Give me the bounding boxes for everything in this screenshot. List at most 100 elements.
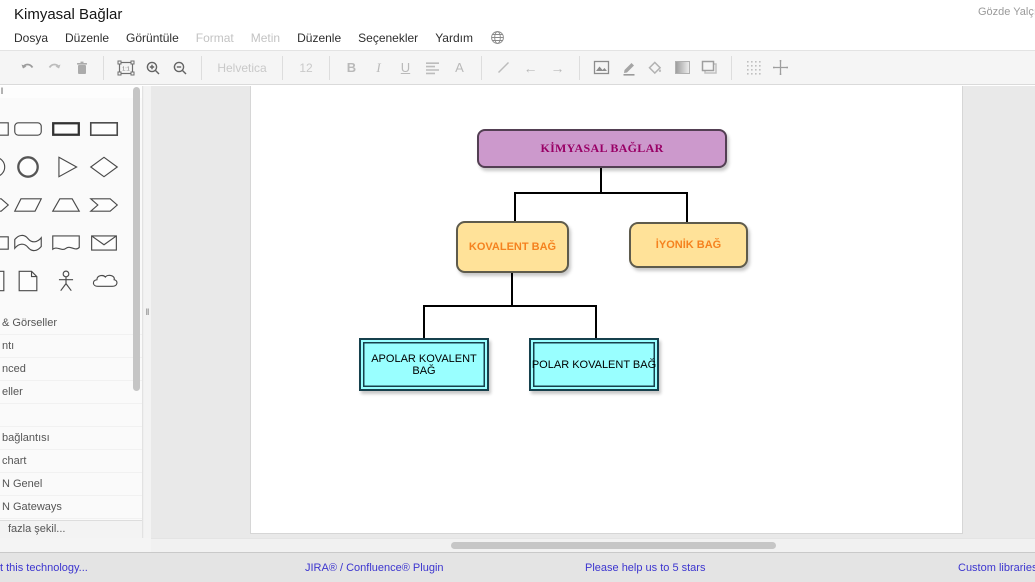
italic-icon: I [376, 59, 381, 75]
redo-icon[interactable] [41, 55, 68, 81]
palette-section [0, 404, 142, 427]
canvas[interactable]: KİMYASAL BAĞLAR KOVALENT BAĞ İYONİK BAĞ … [151, 86, 1035, 538]
rounded-rectangle-icon[interactable] [13, 116, 43, 142]
font-size-select: 12 [299, 60, 313, 75]
drawing-page[interactable]: KİMYASAL BAĞLAR KOVALENT BAĞ İYONİK BAĞ … [250, 86, 963, 534]
palette-section[interactable]: N Genel [0, 473, 142, 496]
diagram-node-apolar-kovalent-bag[interactable]: APOLAR KOVALENT BAĞ [359, 338, 489, 391]
undo-icon[interactable] [14, 55, 41, 81]
wave-icon[interactable] [13, 230, 43, 256]
palette-sections: & Görseller ntı nced eller bağlantısı ch… [0, 312, 142, 519]
more-shapes-link[interactable]: fazla şekil... [0, 520, 142, 538]
footer-link-technology[interactable]: t this technology... [0, 562, 88, 574]
cloud-icon[interactable] [89, 268, 119, 294]
guides-icon[interactable] [767, 55, 794, 81]
arrow-left-icon: ← [523, 59, 538, 76]
language-globe-icon[interactable] [490, 30, 505, 45]
font-color-icon: A [455, 60, 464, 75]
document-icon[interactable] [51, 230, 81, 256]
grid-icon[interactable] [740, 55, 767, 81]
user-name: Gözde Yalçın [978, 6, 1035, 18]
diagram-node-iyonik-bag[interactable]: İYONİK BAĞ [629, 222, 748, 268]
palette-section[interactable]: eller [0, 381, 142, 404]
image-icon[interactable] [588, 55, 615, 81]
toolbar-separator [579, 55, 580, 80]
connector-lines [423, 168, 688, 338]
zoom-out-icon[interactable] [166, 55, 193, 81]
menu-format: Format [195, 30, 234, 45]
actor-icon[interactable] [51, 268, 81, 294]
page-icon[interactable] [0, 268, 10, 294]
toolbar-separator [481, 55, 482, 80]
node-label: POLAR KOVALENT BAĞ [531, 358, 657, 371]
menu-dosya[interactable]: Dosya [14, 30, 49, 45]
menu-metin: Metin [250, 30, 281, 45]
toolbar-separator [731, 55, 732, 80]
menu-goruntule[interactable]: Görüntüle [126, 30, 179, 45]
shadow-icon [696, 55, 723, 81]
sidebar-collapse-handle[interactable]: ‖ [145, 307, 150, 317]
node-label: APOLAR KOVALENT BAĞ [371, 352, 477, 377]
zoom-actual-icon[interactable]: 1:1 [112, 55, 139, 81]
underline-icon: U [400, 60, 411, 75]
diagram-node-kovalent-bag[interactable]: KOVALENT BAĞ [456, 221, 569, 273]
ellipse-icon[interactable] [0, 154, 10, 180]
shape-grid [0, 110, 133, 300]
document-title[interactable]: Kimyasal Bağlar [14, 6, 123, 23]
parallelogram-icon[interactable] [13, 192, 43, 218]
triangle-icon[interactable] [51, 154, 81, 180]
palette-section[interactable]: ntı [0, 335, 142, 358]
shape-edge-icon[interactable] [0, 192, 10, 218]
gradient-icon [669, 55, 696, 81]
menubar: Dosya Düzenle Görüntüle Format Metin Düz… [14, 30, 505, 45]
footer-link-custom-libraries[interactable]: Custom libraries [958, 562, 1035, 574]
palette-section[interactable]: nced [0, 358, 142, 381]
menu-duzenle[interactable]: Düzenle [65, 30, 110, 45]
toolbar-separator [103, 55, 104, 80]
node-label: KİMYASAL BAĞLAR [540, 141, 664, 155]
shape-palette-sidebar: l [0, 86, 143, 538]
palette-section[interactable]: & Görseller [0, 312, 142, 335]
line-icon [490, 55, 517, 81]
canvas-horizontal-scrollbar[interactable] [151, 538, 1035, 552]
rectangle-plain-icon[interactable] [89, 116, 119, 142]
delete-icon[interactable] [68, 55, 95, 81]
palette-section[interactable]: bağlantısı [0, 427, 142, 450]
sidebar-scrollbar[interactable] [133, 87, 140, 391]
menu-yardim[interactable]: Yardım [435, 30, 473, 45]
palette-section[interactable]: chart [0, 450, 142, 473]
toolbar-separator [329, 55, 330, 80]
fill-color-icon [642, 55, 669, 81]
align-icon [419, 55, 446, 81]
toolbar-separator [282, 55, 283, 80]
step-icon[interactable] [89, 192, 119, 218]
node-label: KOVALENT BAĞ [468, 241, 557, 253]
font-family-select: Helvetica [217, 60, 267, 75]
bold-rectangle-icon[interactable] [51, 116, 81, 142]
footer-link-rate-us[interactable]: Please help us to 5 stars [585, 562, 706, 574]
diagram-node-kimyasal-baglar[interactable]: KİMYASAL BAĞLAR [477, 129, 727, 168]
note-icon[interactable] [13, 268, 43, 294]
scrollbar-corner [0, 538, 151, 552]
palette-section-title-fragment: l [0, 86, 142, 98]
toolbar-separator [201, 55, 202, 80]
bold-icon: B [346, 60, 357, 75]
footer: t this technology... JIRA® / Confluence®… [0, 552, 1035, 582]
toolbar: 1:1 Helvetica 12 B I U A ← → [0, 50, 1035, 85]
edit-style-icon [615, 55, 642, 81]
footer-link-jira-plugin[interactable]: JIRA® / Confluence® Plugin [305, 562, 444, 574]
zoom-in-icon[interactable] [139, 55, 166, 81]
palette-section[interactable]: N Gateways [0, 496, 142, 519]
arrow-right-icon: → [550, 59, 565, 76]
circle-icon[interactable] [13, 154, 43, 180]
menu-duzenle-arrange[interactable]: Düzenle [297, 30, 342, 45]
trapezoid-icon[interactable] [51, 192, 81, 218]
rectangle-icon[interactable] [0, 116, 10, 142]
scrollbar-thumb[interactable] [451, 542, 776, 549]
diagram-node-polar-kovalent-bag[interactable]: POLAR KOVALENT BAĞ [529, 338, 659, 391]
menu-secenekler[interactable]: Seçenekler [358, 30, 419, 45]
envelope-icon[interactable] [89, 230, 119, 256]
card-icon[interactable] [0, 230, 10, 256]
diamond-icon[interactable] [89, 154, 119, 180]
